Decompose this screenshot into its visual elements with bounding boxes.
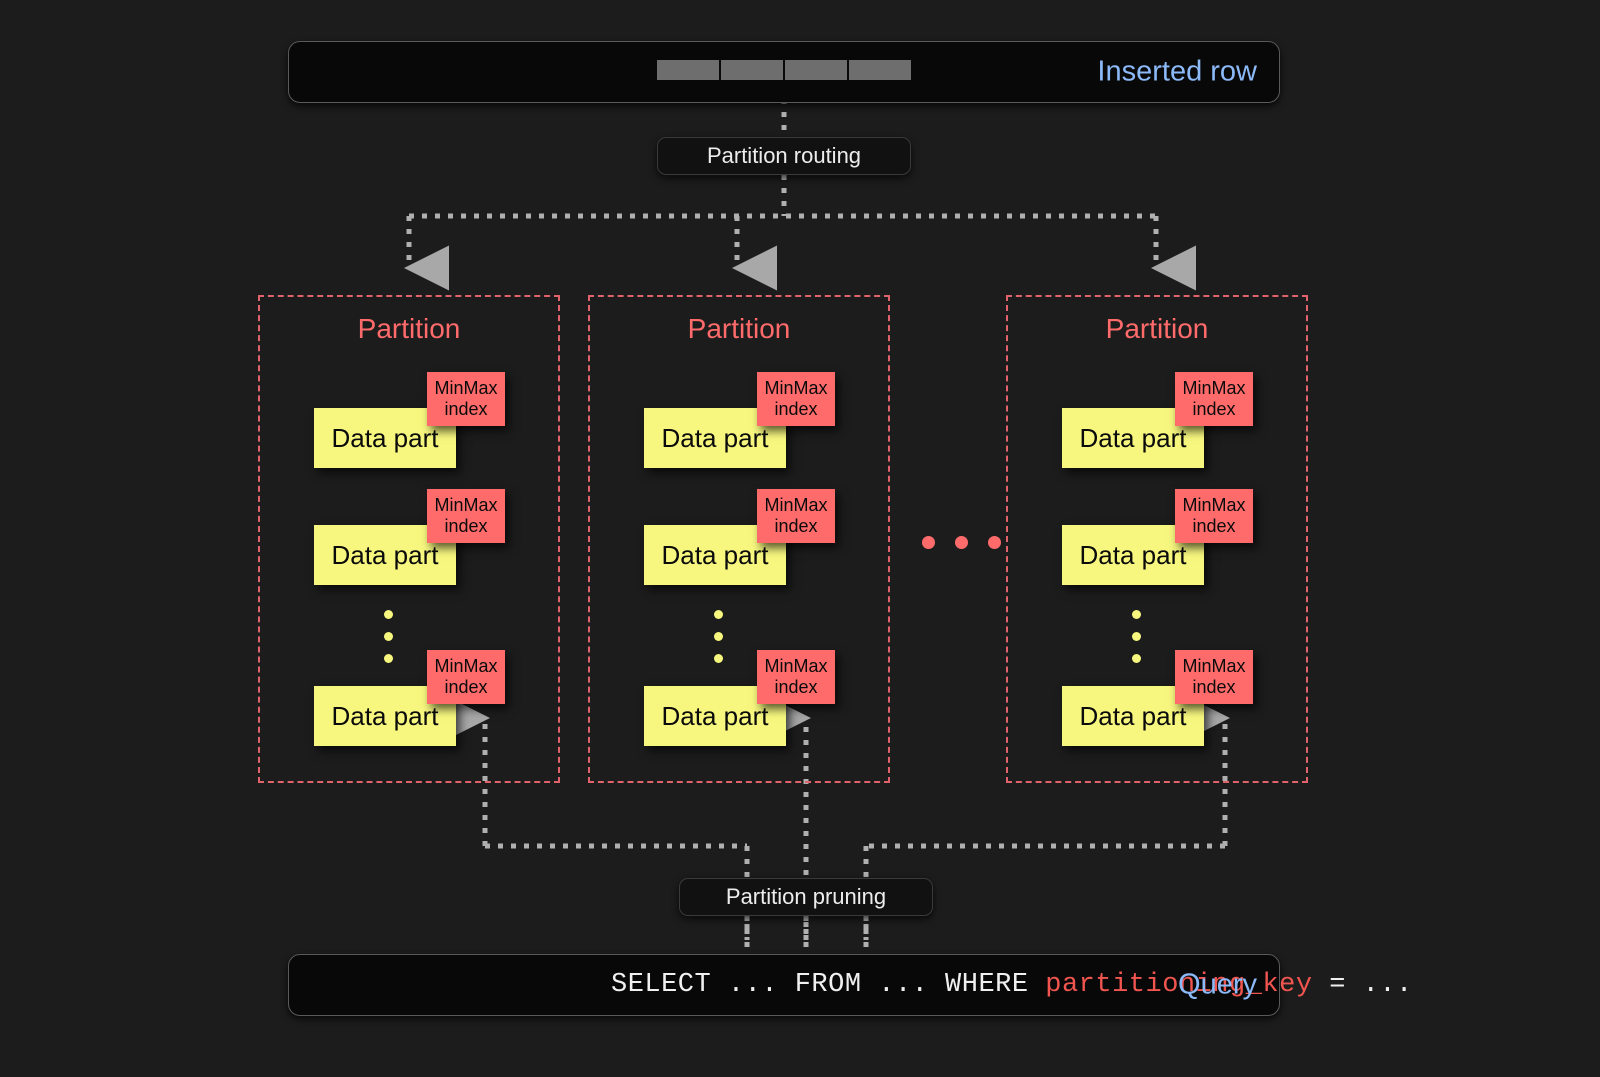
partition-box: Partition [1006, 295, 1308, 783]
minmax-index-line2: index [444, 399, 488, 419]
minmax-index-line2: index [1192, 516, 1236, 536]
sql-suffix: = ... [1312, 970, 1413, 1000]
partition-box: Partition [258, 295, 560, 783]
ellipsis-dot [384, 654, 393, 663]
sql-partitioning-key: partitioning_key [1045, 970, 1313, 1000]
minmax-index-line2: index [774, 516, 818, 536]
row-cell [785, 60, 847, 80]
minmax-index-line2: index [444, 677, 488, 697]
ellipsis-dot [384, 610, 393, 619]
ellipsis-dot [1132, 610, 1141, 619]
minmax-index-line1: MinMax [434, 378, 498, 399]
data-part-box: Data part [314, 686, 456, 746]
inserted-row-cells [657, 60, 911, 80]
data-part-ellipsis [714, 610, 723, 663]
query-bar: SELECT ... FROM ... WHERE partitioning_k… [288, 954, 1412, 1016]
minmax-index-line2: index [774, 677, 818, 697]
ellipsis-dot [1132, 654, 1141, 663]
partition-ellipsis [922, 536, 1001, 549]
sql-prefix: SELECT ... FROM ... WHERE [611, 970, 1046, 1000]
minmax-index-line2: index [774, 399, 818, 419]
minmax-index-line1: MinMax [1182, 495, 1246, 516]
row-cell [849, 60, 911, 80]
minmax-index-line2: index [444, 516, 488, 536]
ellipsis-dot [714, 610, 723, 619]
minmax-index-line2: index [1192, 677, 1236, 697]
data-part-box: Data part [644, 525, 786, 585]
minmax-index-line1: MinMax [764, 378, 828, 399]
partition-routing-box: Partition routing [657, 137, 911, 175]
data-part-box: Data part [1062, 525, 1204, 585]
inserted-row-bar: Inserted row [288, 41, 1280, 103]
inserted-row-label: Inserted row [1097, 55, 1257, 88]
row-cell [721, 60, 783, 80]
minmax-index-line1: MinMax [1182, 656, 1246, 677]
data-part-box: Data part [1062, 686, 1204, 746]
minmax-index-line1: MinMax [434, 656, 498, 677]
ellipsis-dot [714, 654, 723, 663]
minmax-index-line1: MinMax [764, 495, 828, 516]
ellipsis-dot [955, 536, 968, 549]
data-part-ellipsis [1132, 610, 1141, 663]
data-part-ellipsis [384, 610, 393, 663]
row-cell [657, 60, 719, 80]
query-sql-text: SELECT ... FROM ... WHERE partitioning_k… [611, 970, 1413, 1000]
ellipsis-dot [384, 632, 393, 641]
minmax-index-line2: index [1192, 399, 1236, 419]
ellipsis-dot [922, 536, 935, 549]
partition-title: Partition [687, 313, 791, 344]
partition-title: Partition [357, 313, 461, 344]
minmax-index-line1: MinMax [1182, 378, 1246, 399]
minmax-index-line1: MinMax [434, 495, 498, 516]
partition-title: Partition [1105, 313, 1209, 344]
ellipsis-dot [988, 536, 1001, 549]
partition-routing-label: Partition routing [706, 143, 862, 168]
minmax-index-line1: MinMax [764, 656, 828, 677]
ellipsis-dot [714, 632, 723, 641]
data-part-box: Data part [314, 525, 456, 585]
ellipsis-dot [1132, 632, 1141, 641]
query-label: Query [1178, 968, 1257, 1001]
partition-box: Partition [588, 295, 890, 783]
partition-pruning-label: Partition pruning [725, 884, 887, 909]
partition-pruning-box: Partition pruning [679, 878, 933, 916]
